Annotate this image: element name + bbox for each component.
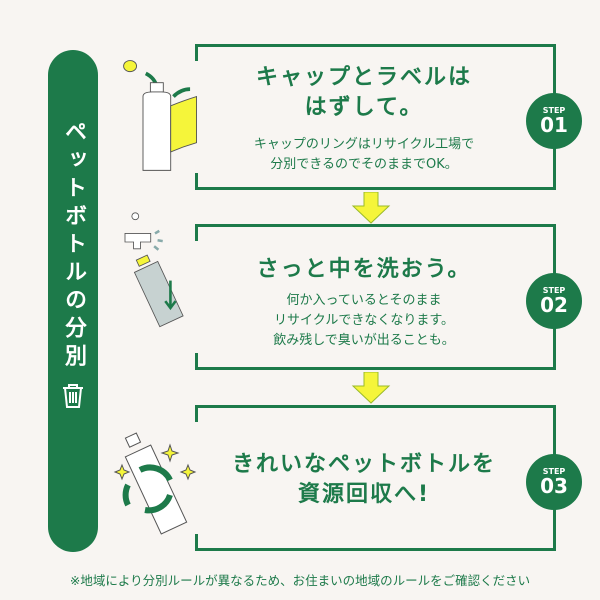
step-label: STEP bbox=[542, 467, 566, 476]
step-number: 03 bbox=[540, 474, 568, 498]
step-number: 02 bbox=[540, 293, 568, 317]
step-1-title-2: はずして。 bbox=[304, 95, 424, 120]
down-arrow-icon bbox=[351, 192, 391, 224]
faucet-bottle-icon bbox=[124, 212, 184, 328]
step-2-title: さっと中を洗おう。 bbox=[256, 257, 472, 282]
step-1-card: キャップとラベルははずして。 キャップのリングはリサイクル工場で分別できるのでそ… bbox=[195, 44, 582, 190]
bottle-cap-label-icon bbox=[123, 60, 197, 171]
step-1-desc-2: 分別できるのでそのままでOK。 bbox=[270, 157, 458, 172]
sidebar-label: ペットボトルの分別 bbox=[48, 50, 98, 552]
step-number: 01 bbox=[540, 113, 568, 137]
step-3-title-1: きれいなペットボトルを bbox=[231, 452, 496, 477]
sidebar-title: ペットボトルの分別 bbox=[61, 120, 86, 372]
trash-icon bbox=[63, 384, 83, 408]
step-3-title-2: 資源回収へ! bbox=[297, 482, 431, 507]
step-label: STEP bbox=[542, 106, 566, 115]
step-2-desc-3: 飲み残しで臭いが出ることも。 bbox=[273, 333, 455, 348]
step-2-desc-2: リサイクルできなくなります。 bbox=[273, 313, 455, 328]
footer-note: ※地域により分別ルールが異なるため、お住まいの地域のルールをご確認ください bbox=[69, 573, 531, 588]
down-arrow-icon bbox=[351, 372, 391, 404]
step-2-card: さっと中を洗おう。 何か入っているとそのままリサイクルできなくなります。飲み残し… bbox=[195, 224, 582, 370]
recycle-bottle-icon bbox=[113, 432, 197, 535]
step-2-desc-1: 何か入っているとそのまま bbox=[286, 293, 442, 308]
step-1-title-1: キャップとラベルは bbox=[255, 65, 472, 90]
step-1-desc-1: キャップのリングはリサイクル工場で bbox=[253, 137, 475, 152]
step-label: STEP bbox=[542, 286, 566, 295]
